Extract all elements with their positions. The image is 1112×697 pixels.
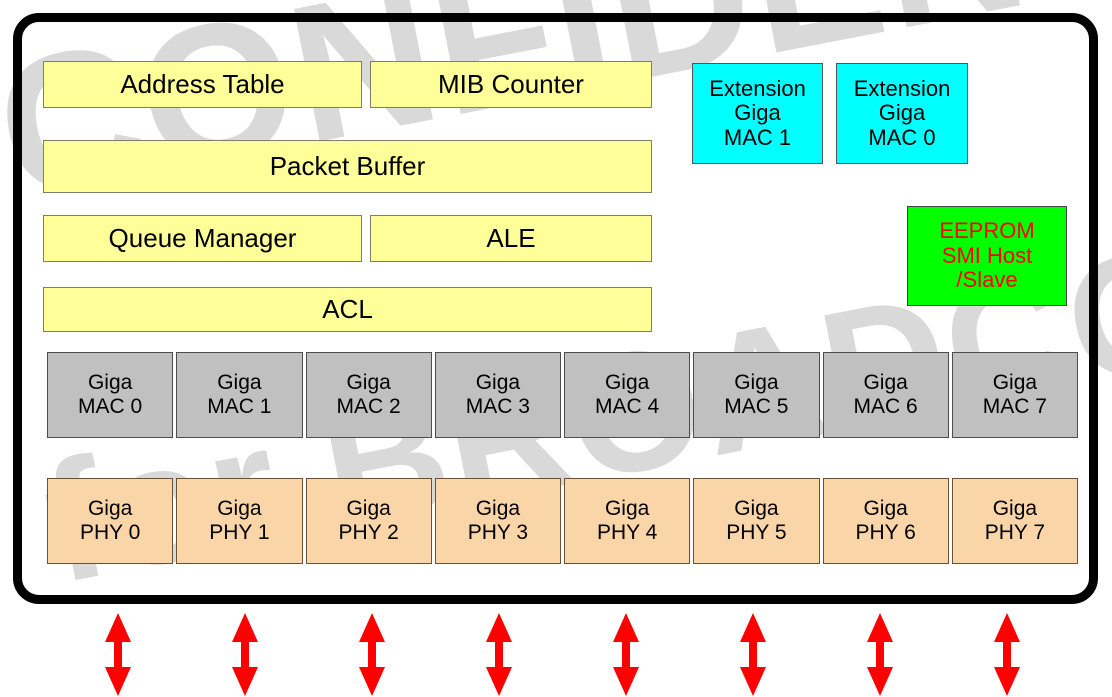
block-extension-giga-mac-1[interactable]: Extension Giga MAC 1 xyxy=(692,63,823,164)
block-queue-manager[interactable]: Queue Manager xyxy=(43,215,362,262)
giga-mac-cell-5-line1: Giga xyxy=(734,370,779,394)
block-extension-giga-mac-1-line1: Extension xyxy=(709,75,806,101)
giga-phy-cell-0-line2: PHY 0 xyxy=(79,521,141,544)
giga-phy-cell-4[interactable]: Giga PHY 4 xyxy=(564,478,691,564)
block-eeprom-smi-host-slave[interactable]: EEPROM SMI Host /Slave xyxy=(907,206,1067,306)
port-arrow-icon-4[interactable] xyxy=(606,612,646,697)
giga-mac-cell-1-line1: Giga xyxy=(217,370,262,394)
block-packet-buffer-label: Packet Buffer xyxy=(269,150,426,181)
block-ale-label: ALE xyxy=(486,222,536,253)
block-extension-giga-mac-1-line2: Giga xyxy=(734,100,781,126)
block-queue-manager-label: Queue Manager xyxy=(108,222,297,253)
block-mib-counter-label: MIB Counter xyxy=(438,68,584,99)
giga-phy-cell-2-line1: Giga xyxy=(346,496,391,520)
giga-phy-cell-4-line2: PHY 4 xyxy=(596,521,658,544)
giga-mac-cell-7-line2: MAC 7 xyxy=(982,395,1047,418)
giga-phy-cell-1[interactable]: Giga PHY 1 xyxy=(176,478,303,564)
giga-phy-cell-5[interactable]: Giga PHY 5 xyxy=(693,478,820,564)
block-extension-giga-mac-0-line2: Giga xyxy=(878,100,926,126)
giga-phy-cell-3-line2: PHY 3 xyxy=(467,521,529,544)
giga-mac-cell-7[interactable]: Giga MAC 7 xyxy=(951,352,1078,438)
giga-phy-cell-1-line2: PHY 1 xyxy=(209,521,270,544)
giga-mac-cell-0-line2: MAC 0 xyxy=(78,395,143,418)
chip-outline xyxy=(13,13,1098,604)
giga-mac-cell-0-line1: Giga xyxy=(87,370,133,394)
block-address-table-label: Address Table xyxy=(120,68,285,99)
giga-mac-cell-6[interactable]: Giga MAC 6 xyxy=(822,352,949,438)
block-eeprom-line2: SMI Host xyxy=(941,242,1033,268)
giga-mac-cell-3[interactable]: Giga MAC 3 xyxy=(434,352,561,438)
port-arrow-icon-5[interactable] xyxy=(733,612,773,697)
giga-phy-row: Giga PHY 0 Giga PHY 1 Giga PHY 2 Giga PH… xyxy=(47,478,1078,564)
giga-mac-cell-6-line1: Giga xyxy=(863,370,908,394)
giga-phy-cell-6-line1: Giga xyxy=(863,496,908,520)
giga-mac-cell-7-line1: Giga xyxy=(992,370,1038,394)
giga-phy-cell-4-line1: Giga xyxy=(604,496,650,520)
giga-mac-cell-1-line2: MAC 1 xyxy=(207,395,272,418)
giga-phy-cell-3[interactable]: Giga PHY 3 xyxy=(434,478,561,564)
port-arrow-icon-3[interactable] xyxy=(479,612,519,697)
giga-phy-cell-7[interactable]: Giga PHY 7 xyxy=(951,478,1078,564)
giga-mac-cell-4-line1: Giga xyxy=(604,370,650,394)
giga-mac-cell-6-line2: MAC 6 xyxy=(853,395,918,418)
giga-mac-cell-2-line1: Giga xyxy=(346,370,391,394)
giga-phy-cell-0-line1: Giga xyxy=(87,496,133,520)
block-extension-giga-mac-0[interactable]: Extension Giga MAC 0 xyxy=(836,63,968,164)
giga-mac-row: Giga MAC 0 Giga MAC 1 Giga MAC 2 Giga MA… xyxy=(47,352,1078,438)
giga-phy-cell-5-line2: PHY 5 xyxy=(726,521,787,544)
giga-mac-cell-3-line2: MAC 3 xyxy=(465,395,530,418)
port-arrow-icon-0[interactable] xyxy=(98,612,138,697)
giga-mac-cell-1[interactable]: Giga MAC 1 xyxy=(176,352,303,438)
giga-mac-cell-4[interactable]: Giga MAC 4 xyxy=(564,352,691,438)
block-extension-giga-mac-0-line3: MAC 0 xyxy=(868,124,936,150)
block-address-table[interactable]: Address Table xyxy=(43,61,362,108)
giga-mac-cell-4-line2: MAC 4 xyxy=(595,395,660,418)
block-eeprom-line1: EEPROM xyxy=(939,218,1035,244)
port-arrow-icon-6[interactable] xyxy=(860,612,900,697)
block-eeprom-line3: /Slave xyxy=(956,267,1018,293)
block-extension-giga-mac-0-line1: Extension xyxy=(853,75,951,101)
giga-phy-cell-6[interactable]: Giga PHY 6 xyxy=(822,478,949,564)
giga-mac-cell-5[interactable]: Giga MAC 5 xyxy=(693,352,820,438)
giga-phy-cell-7-line1: Giga xyxy=(992,496,1038,520)
port-arrow-icon-7[interactable] xyxy=(987,612,1027,697)
giga-phy-cell-5-line1: Giga xyxy=(734,496,779,520)
giga-phy-cell-2-line2: PHY 2 xyxy=(338,521,399,544)
block-extension-giga-mac-1-line3: MAC 1 xyxy=(723,124,792,150)
giga-mac-cell-0[interactable]: Giga MAC 0 xyxy=(47,352,174,438)
block-acl[interactable]: ACL xyxy=(43,287,652,332)
giga-phy-cell-1-line1: Giga xyxy=(217,496,262,520)
giga-phy-cell-6-line2: PHY 6 xyxy=(855,521,916,544)
giga-phy-cell-3-line1: Giga xyxy=(475,496,521,520)
port-arrow-icon-2[interactable] xyxy=(352,612,392,697)
block-packet-buffer[interactable]: Packet Buffer xyxy=(43,140,652,193)
giga-phy-cell-0[interactable]: Giga PHY 0 xyxy=(47,478,174,564)
block-ale[interactable]: ALE xyxy=(370,215,652,262)
block-mib-counter[interactable]: MIB Counter xyxy=(370,61,652,108)
giga-phy-cell-2[interactable]: Giga PHY 2 xyxy=(305,478,432,564)
giga-phy-cell-7-line2: PHY 7 xyxy=(984,521,1046,544)
port-arrow-icon-1[interactable] xyxy=(225,612,265,697)
giga-mac-cell-2[interactable]: Giga MAC 2 xyxy=(305,352,432,438)
giga-mac-cell-5-line2: MAC 5 xyxy=(724,395,789,418)
giga-mac-cell-2-line2: MAC 2 xyxy=(336,395,401,418)
giga-mac-cell-3-line1: Giga xyxy=(475,370,521,394)
block-acl-label: ACL xyxy=(322,293,373,324)
